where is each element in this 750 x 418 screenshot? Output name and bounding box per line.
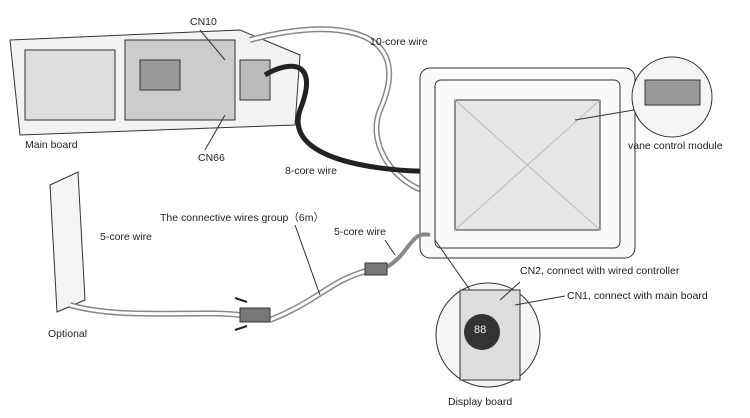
cassette-panel [419,67,636,259]
label-main-board: Main board [25,139,78,151]
label-cn2: CN2, connect with wired controller [520,265,680,277]
label-display-board: Display board [448,396,513,408]
label-8-core-wire: 8-core wire [285,165,337,177]
label-vane-control-module: vane control module [628,140,723,152]
label-connective-wires-group: The connective wires group（6m） [160,212,324,224]
label-optional: Optional [48,328,88,340]
label-cn1: CN1, connect with main board [567,290,708,302]
label-cn10: CN10 [190,16,217,28]
label-cn66: CN66 [198,152,225,164]
main-board-drawing [9,29,301,136]
five-core-wire-right [384,232,431,270]
label-10-core-wire: 10-core wire [370,36,428,48]
label-5-core-wire-left: 5-core wire [100,231,152,243]
wired-controller [49,171,86,313]
display-digits: 88 [474,324,487,336]
label-5-core-wire-right: 5-core wire [334,226,386,238]
